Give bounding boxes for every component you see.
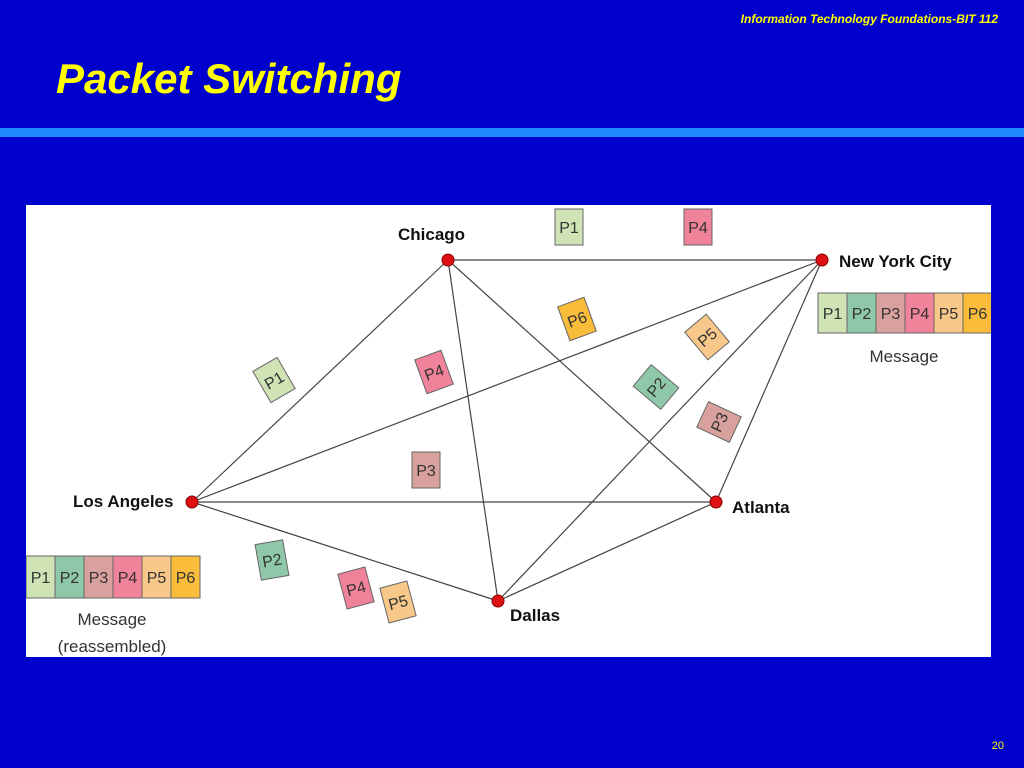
message-cell-p3: P3 [875, 292, 906, 334]
svg-text:P2: P2 [261, 551, 283, 571]
svg-text:P3: P3 [89, 570, 109, 587]
node-atlanta [709, 495, 723, 509]
city-label-new-york: New York City [839, 252, 952, 271]
packet-p5: P5 [379, 580, 417, 624]
link-chicago-dallas [447, 259, 499, 602]
source-message-caption: Message [870, 347, 939, 366]
svg-text:P1: P1 [559, 220, 579, 237]
message-cell-p5: P5 [141, 555, 172, 599]
message-cell-p1: P1 [26, 555, 56, 599]
message-cell-p3: P3 [83, 555, 114, 599]
svg-text:P4: P4 [118, 570, 138, 587]
packet-p3: P3 [696, 401, 742, 443]
svg-text:P3: P3 [709, 410, 733, 435]
svg-text:P2: P2 [60, 570, 80, 587]
svg-text:P5: P5 [939, 306, 959, 323]
page-number: 20 [991, 740, 1004, 752]
reassembled-message-strip: P1 P2 P3 P4 P5 P6 [26, 555, 201, 599]
link-new_york-los_angeles [191, 259, 823, 503]
title-divider [0, 128, 1024, 137]
link-chicago-atlanta [447, 259, 717, 503]
city-label-atlanta: Atlanta [732, 498, 790, 517]
message-cell-p2: P2 [54, 555, 85, 599]
svg-text:P4: P4 [688, 220, 708, 237]
svg-text:P2: P2 [852, 306, 872, 323]
packet-p2: P2 [254, 539, 290, 581]
link-dallas-atlanta [497, 501, 717, 602]
link-los_angeles-dallas [191, 501, 499, 602]
link-new_york-atlanta [715, 259, 823, 503]
message-cell-p4: P4 [904, 292, 935, 334]
packet-p2: P2 [632, 364, 680, 410]
svg-text:P1: P1 [823, 306, 843, 323]
node-chicago [441, 253, 455, 267]
node-dallas [491, 594, 505, 608]
reassembled-message-caption: Message [78, 610, 147, 629]
message-cell-p4: P4 [112, 555, 143, 599]
message-cell-p1: P1 [817, 292, 848, 334]
svg-text:P4: P4 [345, 579, 368, 601]
svg-text:P4: P4 [422, 362, 446, 385]
packet-p4: P4 [414, 349, 454, 395]
svg-text:P6: P6 [968, 306, 988, 323]
packet-p4: P4 [683, 208, 713, 246]
message-cell-p6: P6 [170, 555, 201, 599]
svg-text:P3: P3 [881, 306, 901, 323]
svg-text:P6: P6 [176, 570, 196, 587]
city-label-dallas: Dallas [510, 606, 560, 625]
svg-text:P5: P5 [147, 570, 167, 587]
svg-text:P5: P5 [387, 593, 410, 615]
packet-p3: P3 [411, 451, 441, 489]
message-cell-p6: P6 [962, 292, 991, 334]
city-label-los-angeles: Los Angeles [73, 492, 173, 511]
svg-text:P4: P4 [910, 306, 930, 323]
packet-p1: P1 [252, 356, 296, 404]
link-new_york-dallas [497, 259, 823, 602]
node-los_angeles [185, 495, 199, 509]
node-new_york [815, 253, 829, 267]
message-cell-p5: P5 [933, 292, 964, 334]
svg-text:P3: P3 [416, 463, 436, 480]
reassembled-message-subcaption: (reassembled) [58, 637, 167, 656]
slide-title: Packet Switching [56, 55, 402, 102]
svg-text:P6: P6 [565, 309, 589, 332]
svg-text:P1: P1 [31, 570, 51, 587]
source-message-strip: P1 P2 P3 P4 P5 P6 [817, 292, 991, 334]
packet-p5: P5 [684, 313, 730, 361]
packet-p4: P4 [337, 566, 375, 610]
network-links [191, 259, 823, 602]
link-chicago-los_angeles [191, 259, 449, 503]
network-nodes [185, 253, 829, 608]
packet-p6: P6 [557, 296, 597, 342]
course-header: Information Technology Foundations-BIT 1… [740, 12, 998, 26]
city-label-chicago: Chicago [398, 225, 465, 244]
packet-p1: P1 [554, 208, 584, 246]
message-cell-p2: P2 [846, 292, 877, 334]
